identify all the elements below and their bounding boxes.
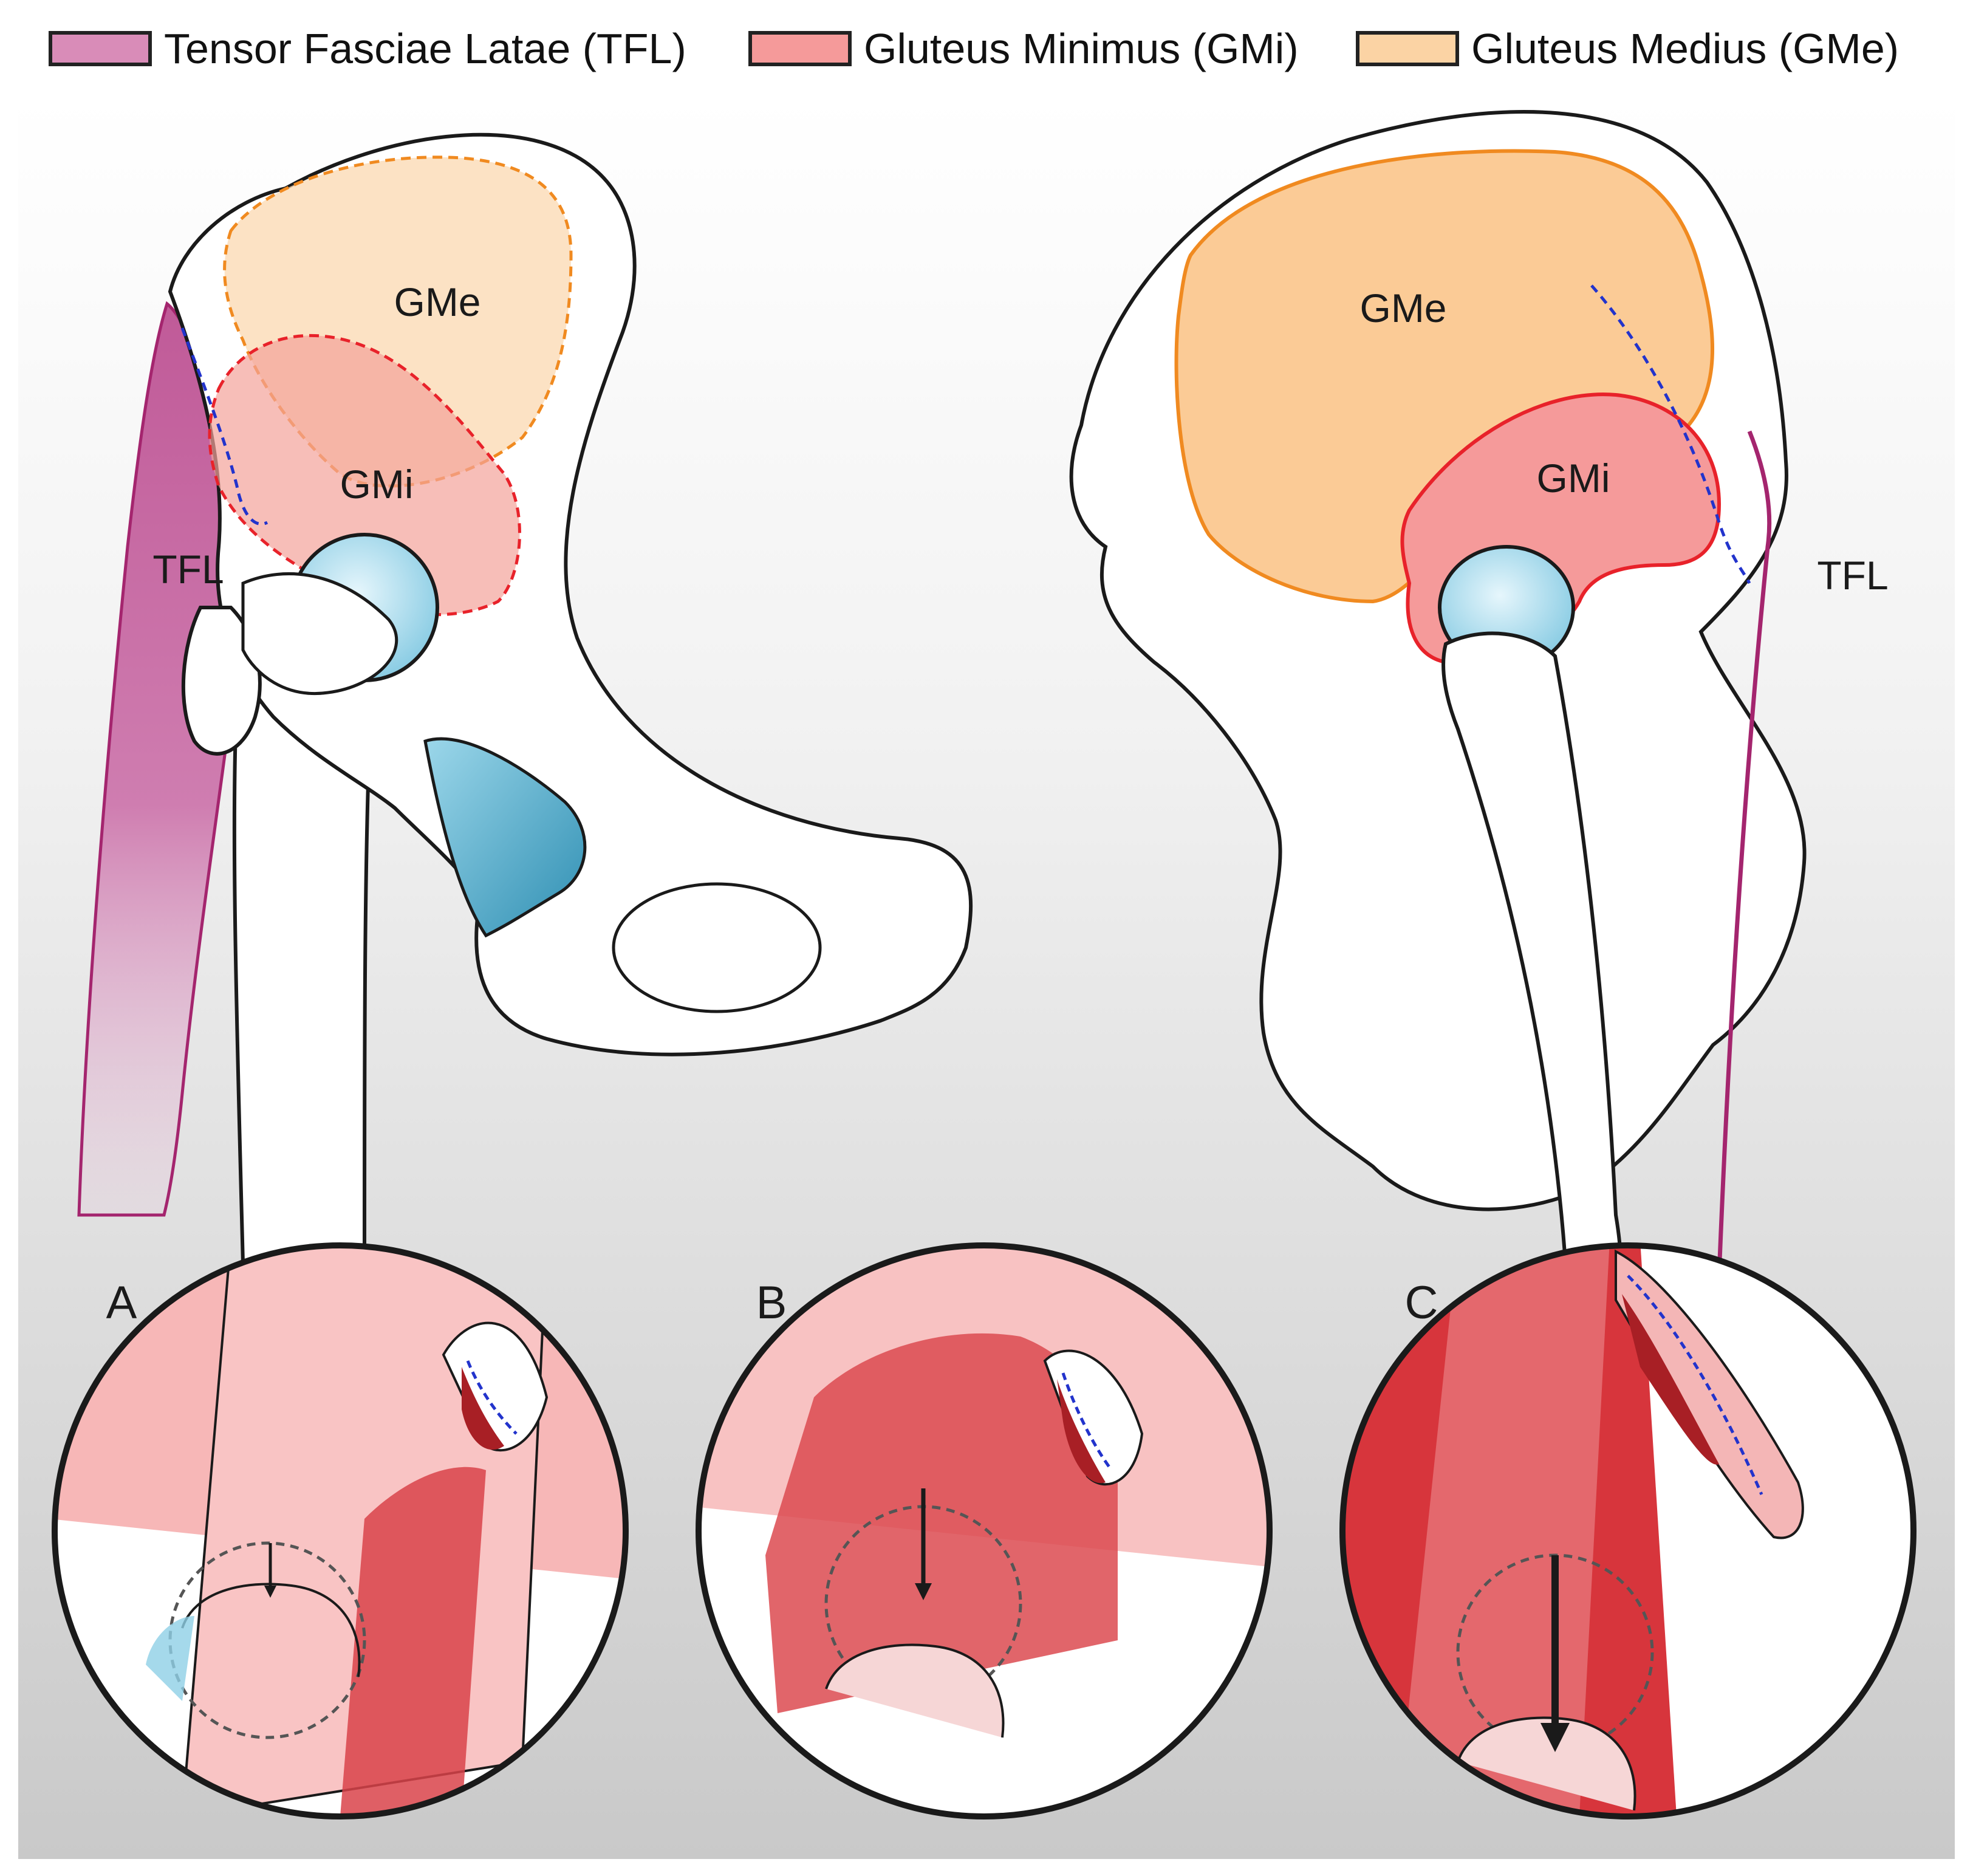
left-hip-view: GMe GMi TFL (77, 132, 973, 1265)
panel-a-frame (52, 1242, 629, 1820)
panel-b: B (696, 1242, 1273, 1820)
legend: Tensor Fasciae Latae (TFL) Gluteus Minim… (0, 0, 1973, 109)
tfl-muscle-right (1717, 430, 1772, 1276)
panel-c-frame (1339, 1242, 1917, 1820)
panel-c: C (1339, 1242, 1917, 1820)
label-gmi-left: GMi (340, 462, 414, 507)
acetabulum-cartilage-left (423, 737, 587, 938)
legend-label-gme: Gluteus Medius (GMe) (1471, 25, 1899, 72)
femur-shaft-left (232, 696, 373, 1265)
label-tfl-right: TFL (1817, 553, 1888, 598)
femoral-neck-left (241, 572, 398, 695)
legend-label-tfl: Tensor Fasciae Latae (TFL) (164, 25, 686, 72)
legend-item-gme: Gluteus Medius (GMe) (1356, 24, 1899, 73)
legend-swatch-tfl (49, 31, 152, 66)
panel-c-label: C (1405, 1277, 1438, 1329)
legend-swatch-gme (1356, 31, 1459, 66)
legend-item-tfl: Tensor Fasciae Latae (TFL) (49, 24, 686, 73)
panel-b-frame (696, 1242, 1273, 1820)
right-hip-view: GMe GMi TFL (1069, 110, 1889, 1290)
obturator-foramen-left (612, 882, 822, 1013)
label-gme-right: GMe (1359, 286, 1446, 330)
legend-item-gmi: Gluteus Minimus (GMi) (748, 24, 1299, 73)
label-gmi-right: GMi (1537, 456, 1610, 501)
label-tfl-left: TFL (152, 547, 224, 592)
panel-a-label: A (106, 1277, 137, 1329)
incision-line-right (1590, 284, 1751, 584)
panel-a: A (52, 1242, 629, 1820)
legend-label-gmi: Gluteus Minimus (GMi) (864, 25, 1299, 72)
panel-b-label: B (756, 1277, 787, 1329)
gmi-area-left (208, 334, 521, 617)
incision-line-left (180, 327, 268, 525)
legend-swatch-gmi (748, 31, 852, 66)
label-gme-left: GMe (394, 279, 480, 324)
